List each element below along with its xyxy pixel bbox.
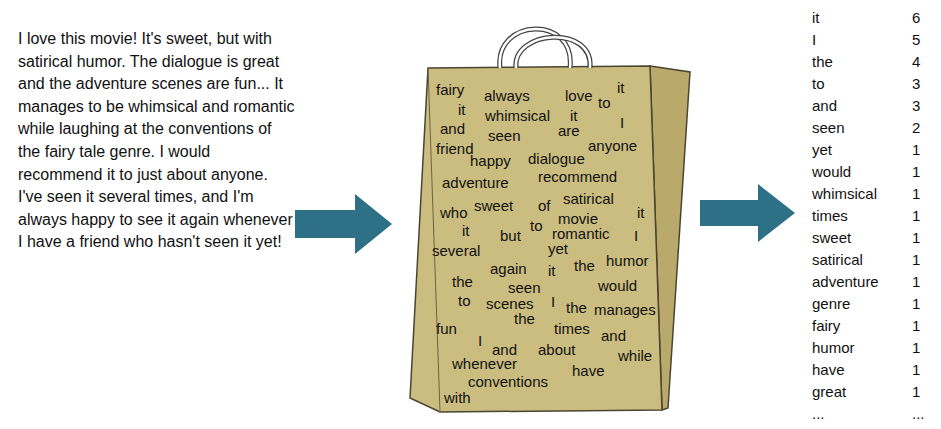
bag-word: and — [440, 120, 465, 138]
bag-word: recommend — [538, 168, 617, 186]
word-cell: the — [812, 53, 833, 71]
count-cell: 3 — [912, 75, 920, 93]
bag-word: seen — [488, 127, 521, 145]
left-arrow — [295, 194, 392, 254]
bag-word: adventure — [442, 174, 509, 192]
bag-handle — [500, 29, 571, 68]
count-cell: 6 — [912, 9, 920, 27]
count-cell: 1 — [912, 383, 920, 401]
word-cell: whimsical — [812, 185, 877, 203]
bag-word: it — [637, 204, 645, 222]
review-text: I love this movie! It's sweet, but with … — [18, 28, 296, 254]
count-cell: 1 — [912, 295, 920, 313]
bag-node: fairyalwayslovetoititwhimsicalitIandseen… — [405, 12, 695, 422]
bag-word: conventions — [468, 373, 548, 391]
bag-word: fairy — [436, 81, 464, 99]
count-cell: 1 — [912, 163, 920, 181]
bag-word: while — [618, 347, 652, 365]
bag-word: and — [601, 327, 626, 345]
bag-word: have — [572, 362, 605, 380]
count-cell: 1 — [912, 273, 920, 291]
bag-handle — [516, 37, 590, 68]
bag-word: it — [458, 101, 466, 119]
word-cell: genre — [812, 295, 850, 313]
bag-word: the — [452, 273, 473, 291]
bag-word: I — [620, 114, 624, 132]
right-arrow — [700, 184, 795, 242]
count-cell: 1 — [912, 317, 920, 335]
word-cell: fairy — [812, 317, 840, 335]
bag-word: to — [598, 94, 611, 112]
word-cell: humor — [812, 339, 855, 357]
bag-word: of — [538, 197, 551, 215]
bag-word: the — [574, 257, 595, 275]
word-cell: and — [812, 97, 837, 115]
word-cell: adventure — [812, 273, 879, 291]
count-cell: 1 — [912, 361, 920, 379]
bag-word: it — [462, 222, 470, 240]
bag-word: times — [554, 320, 590, 338]
bag-word: it — [548, 262, 556, 280]
bag-handle — [500, 29, 571, 68]
word-cell: times — [812, 207, 848, 225]
bag-word: several — [432, 242, 480, 260]
count-cell: 1 — [912, 207, 920, 225]
bag-word: yet — [548, 240, 568, 258]
bag-word: seen — [508, 279, 541, 297]
bag-word: humor — [606, 252, 649, 270]
bag-word: love — [565, 87, 593, 105]
bag-word: whenever — [452, 355, 517, 373]
word-cell: it — [812, 9, 820, 27]
bag-word: I — [551, 293, 555, 311]
bag-word: who — [440, 204, 468, 222]
count-cell: 1 — [912, 229, 920, 247]
bag-word: would — [598, 277, 637, 295]
bag-handle — [516, 37, 590, 68]
bag-word: I — [478, 332, 482, 350]
bag-word: satirical — [563, 190, 614, 208]
word-cell: great — [812, 383, 846, 401]
word-cell: yet — [812, 141, 832, 159]
word-cell: seen — [812, 119, 845, 137]
bag-word: happy — [470, 152, 511, 170]
bag-word: dialogue — [528, 150, 585, 168]
count-cell: 1 — [912, 339, 920, 357]
word-cell: satirical — [812, 251, 863, 269]
word-cell: to — [812, 75, 825, 93]
bag-word: again — [490, 260, 527, 278]
bag-word: anyone — [588, 137, 637, 155]
bag-word: whimsical — [485, 107, 550, 125]
bag-word: friend — [436, 140, 474, 158]
bag-word: the — [566, 299, 587, 317]
bag-front — [410, 66, 662, 412]
bag-word: the — [514, 310, 535, 328]
bag-word: but — [500, 227, 521, 245]
count-cell: 1 — [912, 185, 920, 203]
bag-word: sweet — [474, 197, 513, 215]
count-cell: ... — [912, 405, 925, 423]
count-cell: 4 — [912, 53, 920, 71]
count-cell: 1 — [912, 251, 920, 269]
bag-word: to — [458, 292, 471, 310]
count-cell: 3 — [912, 97, 920, 115]
word-cell: I — [812, 31, 816, 49]
word-cell: ... — [812, 405, 825, 423]
bag-word: always — [484, 87, 530, 105]
count-cell: 1 — [912, 141, 920, 159]
count-cell: 2 — [912, 119, 920, 137]
bag-word: are — [558, 122, 580, 140]
word-cell: have — [812, 361, 845, 379]
bag-word: fun — [436, 320, 457, 338]
bag-word: it — [617, 79, 625, 97]
count-cell: 5 — [912, 31, 920, 49]
word-cell: would — [812, 163, 851, 181]
bag-word: with — [444, 389, 471, 407]
bag-word: about — [538, 341, 576, 359]
bag-word: manages — [594, 301, 656, 319]
bag-word: to — [530, 217, 543, 235]
bag-fold — [428, 68, 440, 412]
word-cell: sweet — [812, 229, 851, 247]
bag-word: I — [634, 227, 638, 245]
